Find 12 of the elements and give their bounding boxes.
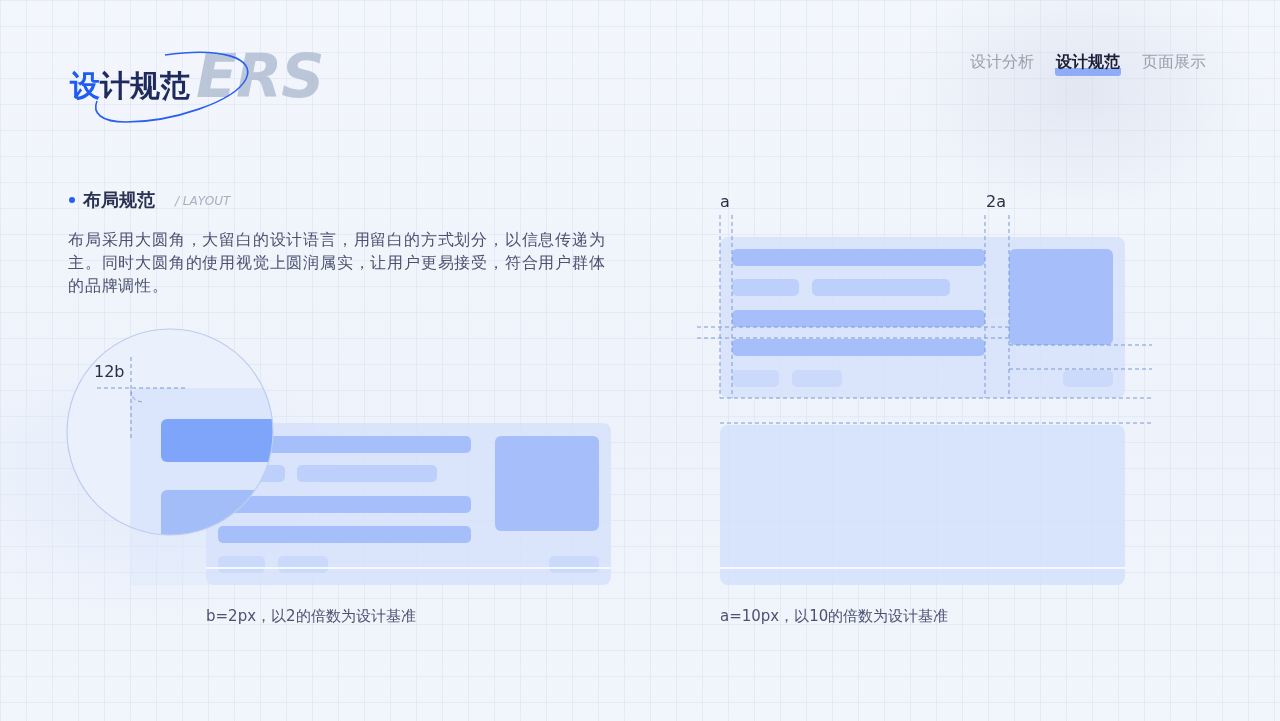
dimension-label: 2a <box>986 192 1006 212</box>
page-title: 设计规范 <box>70 68 190 104</box>
section-subtitle: / LAYOUT <box>175 193 231 209</box>
active-nav-tab: 设计规范 <box>1055 52 1121 76</box>
nav-link: 设计分析 <box>970 52 1034 72</box>
nav-link: 页面展示 <box>1142 52 1206 72</box>
caption-text: b=2px，以2的倍数为设计基准 <box>206 606 416 626</box>
caption-text: a=10px，以10的倍数为设计基准 <box>720 606 949 626</box>
section-heading: 布局规范 <box>83 188 155 212</box>
dimension-label: 12b <box>94 362 125 382</box>
body-text: 布局采用大圆角，大留白的设计语言，用留白的方式划分，以信息传递为主。同时大圆角的使用视觉上圆润属实，让用户更易接受，符合用户群体的品牌调性。 <box>68 229 607 297</box>
dimension-label: a <box>720 192 730 212</box>
